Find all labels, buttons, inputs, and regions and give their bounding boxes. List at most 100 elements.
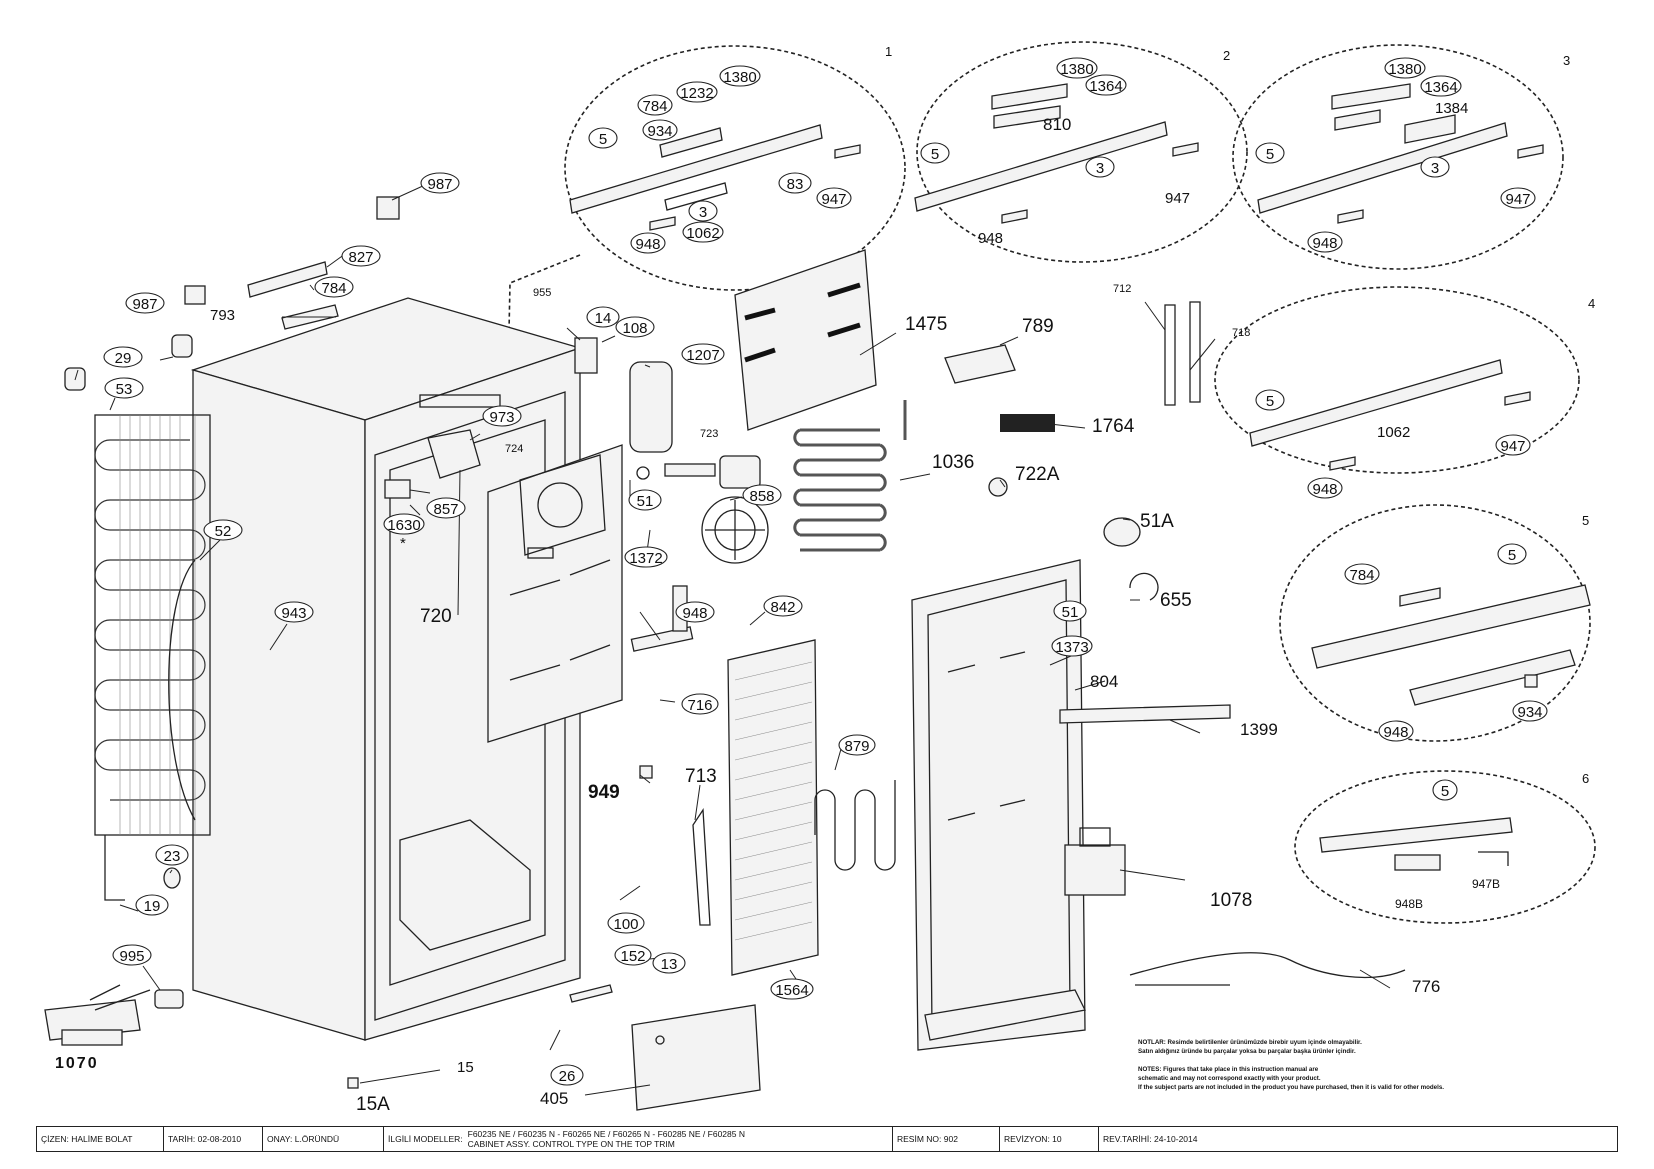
note-en-1: NOTES: Figures that take place in this i… bbox=[1138, 1066, 1319, 1073]
callout-51: 51 bbox=[637, 493, 654, 510]
group-number: 2 bbox=[1223, 48, 1230, 63]
control-panel-parts bbox=[427, 337, 769, 743]
callout-1364: 1364 bbox=[1424, 79, 1457, 96]
note-en-3: If the subject parts are not included in… bbox=[1138, 1084, 1444, 1091]
callout-948B: 948B bbox=[1395, 897, 1423, 911]
model-list: F60235 NE / F60235 N - F60265 NE / F6026… bbox=[467, 1129, 745, 1139]
note-en-2: schematic and may not correspond exactly… bbox=[1138, 1075, 1321, 1082]
callout-948: 948 bbox=[635, 236, 660, 253]
callout-1232: 1232 bbox=[680, 85, 713, 102]
callout-26: 26 bbox=[559, 1068, 576, 1085]
callout-722A: 722A bbox=[1015, 464, 1060, 485]
callout-934: 934 bbox=[1517, 704, 1542, 721]
detail-callouts: 5 934 784 1232 1380 83 947 3 1062 948 13… bbox=[588, 57, 1548, 911]
callout-1384: 1384 bbox=[1435, 100, 1468, 117]
callout-5: 5 bbox=[1441, 783, 1449, 800]
callout-13: 13 bbox=[661, 956, 678, 973]
group-number: 5 bbox=[1582, 513, 1589, 528]
detail-oval-5 bbox=[1279, 504, 1591, 742]
callout-1070: 1070 bbox=[55, 1055, 99, 1072]
callout-948: 948 bbox=[1383, 724, 1408, 741]
callout-1373: 1373 bbox=[1055, 639, 1088, 656]
callout-947: 947 bbox=[1505, 191, 1530, 208]
callout-934: 934 bbox=[647, 123, 672, 140]
callout-713: 713 bbox=[685, 766, 717, 787]
related-models-label: İLGİLİ MODELLER: bbox=[388, 1134, 463, 1144]
title-block: ÇİZEN: HALİME BOLAT TARİH: 02-08-2010 ON… bbox=[36, 1126, 1618, 1152]
callout-152: 152 bbox=[620, 948, 645, 965]
callout-1062: 1062 bbox=[686, 225, 719, 242]
callout-776: 776 bbox=[1412, 977, 1440, 996]
callout-3: 3 bbox=[1431, 160, 1439, 177]
callout-5: 5 bbox=[599, 131, 607, 148]
callout-52: 52 bbox=[215, 523, 232, 540]
callout-804: 804 bbox=[1090, 672, 1118, 691]
revision: REVİZYON: 10 bbox=[1000, 1127, 1099, 1151]
callout-724: 724 bbox=[505, 443, 523, 455]
callout-1364: 1364 bbox=[1089, 78, 1122, 95]
callout-857: 857 bbox=[433, 501, 458, 518]
callout-1564: 1564 bbox=[775, 982, 808, 999]
callout-3: 3 bbox=[1096, 160, 1104, 177]
back-plate-parts bbox=[569, 639, 896, 1111]
notes-block: NOTLAR: Resimde belirtilenler ürünümüzde… bbox=[1138, 1039, 1444, 1091]
callout-973: 973 bbox=[489, 409, 514, 426]
callout-23: 23 bbox=[164, 848, 181, 865]
callout-1372: 1372 bbox=[629, 550, 662, 567]
callout-1399: 1399 bbox=[1240, 720, 1278, 739]
condenser-coil bbox=[94, 414, 211, 901]
callout-720: 720 bbox=[420, 606, 452, 627]
detail-oval-2 bbox=[916, 41, 1248, 263]
callout-3: 3 bbox=[699, 204, 707, 221]
callout-947B: 947B bbox=[1472, 877, 1500, 891]
callout-51: 51 bbox=[1062, 604, 1079, 621]
callout-15A: 15A bbox=[356, 1094, 390, 1115]
callout-723: 723 bbox=[700, 428, 718, 440]
callout-716: 716 bbox=[687, 697, 712, 714]
callout-19: 19 bbox=[144, 898, 161, 915]
callout-53: 53 bbox=[116, 381, 133, 398]
right-cabinet-parts bbox=[734, 249, 1406, 1051]
callout-1207: 1207 bbox=[686, 347, 719, 364]
drawing-number: RESİM NO: 902 bbox=[893, 1127, 1000, 1151]
callout-947: 947 bbox=[1500, 438, 1525, 455]
callout-718: 718 bbox=[1232, 327, 1250, 339]
callout-100: 100 bbox=[613, 916, 638, 933]
callout-948: 948 bbox=[1312, 235, 1337, 252]
callout-1380: 1380 bbox=[1388, 61, 1421, 78]
callout-5: 5 bbox=[1266, 393, 1274, 410]
callout-789: 789 bbox=[1022, 316, 1054, 337]
group-number: 4 bbox=[1588, 296, 1595, 311]
group-numbers: 1 2 3 4 5 6 bbox=[885, 44, 1595, 786]
callout-879: 879 bbox=[844, 738, 869, 755]
callout-948: 948 bbox=[1312, 481, 1337, 498]
callout-108: 108 bbox=[622, 320, 647, 337]
callout-1380: 1380 bbox=[723, 69, 756, 86]
callout-784: 784 bbox=[321, 280, 346, 297]
related-models-values: F60235 NE / F60235 N - F60265 NE / F6026… bbox=[468, 1129, 745, 1149]
callout-5: 5 bbox=[931, 146, 939, 163]
callout-1036: 1036 bbox=[932, 452, 974, 473]
callout-1475: 1475 bbox=[905, 314, 947, 335]
callout-947: 947 bbox=[1165, 190, 1190, 207]
detail-oval-4 bbox=[1214, 286, 1580, 474]
group-number: 3 bbox=[1563, 53, 1570, 68]
related-models: İLGİLİ MODELLER: F60235 NE / F60235 N - … bbox=[384, 1127, 893, 1151]
callout-1380: 1380 bbox=[1060, 61, 1093, 78]
callout-793: 793 bbox=[210, 307, 235, 324]
evaporator-coil bbox=[793, 400, 907, 552]
callout-655: 655 bbox=[1160, 590, 1192, 611]
drawing-date: TARİH: 02-08-2010 bbox=[164, 1127, 263, 1151]
callout-949: 949 bbox=[588, 782, 620, 803]
callout-83: 83 bbox=[787, 176, 804, 193]
detail-outlines bbox=[507, 41, 1596, 924]
rail-drawings bbox=[569, 83, 1591, 871]
callout-5: 5 bbox=[1266, 146, 1274, 163]
detail-oval-3 bbox=[1232, 44, 1564, 270]
callout-858: 858 bbox=[749, 488, 774, 505]
approved-by: ONAY: L.ÖRÜNDÜ bbox=[263, 1127, 384, 1151]
detail-oval-1 bbox=[564, 45, 906, 291]
callouts: 987 827 987 784 793 29 53 52 943 23 19 9… bbox=[55, 172, 1440, 1115]
label-1764 bbox=[1000, 414, 1055, 432]
callout-943: 943 bbox=[281, 605, 306, 622]
